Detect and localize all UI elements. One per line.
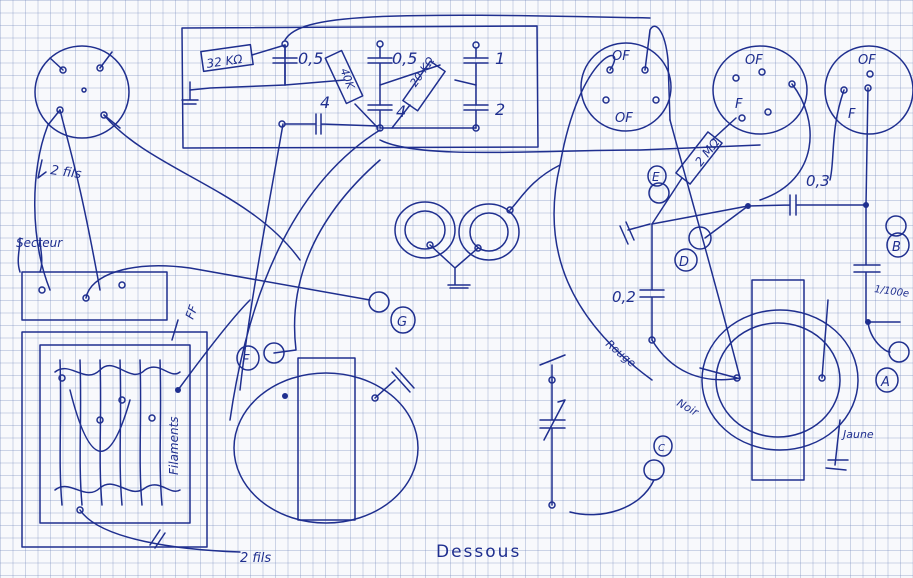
cap-c9-label: 0,2 [612, 288, 636, 306]
terminal-f-label: F [242, 353, 250, 368]
tube1-pin-of-top: OF [612, 49, 630, 64]
terminal-a-label: A [880, 375, 890, 390]
output-transformer-right: Rouge Noir Jaune [603, 279, 874, 481]
cap-c5-label: 4 [396, 102, 406, 121]
cap-c1-label: 0,5 [298, 49, 323, 68]
tube2-pin-of: OF [745, 53, 763, 68]
tube3-pin-of: OF [858, 53, 876, 68]
terminal-b-label: B [892, 240, 901, 255]
tube-socket-1: OF OF [580, 25, 672, 132]
terminal-g-label: G [397, 315, 407, 330]
resistor-40k-label: 40K [338, 66, 358, 91]
note-noir: Noir [675, 396, 702, 419]
tube3-pin-f: F [848, 107, 856, 122]
terminal-d-label: D [679, 255, 689, 270]
output-transformer-center [233, 357, 419, 524]
coils [394, 164, 561, 289]
terminal-g[interactable]: G [368, 291, 416, 334]
terminal-e-label: E [652, 170, 660, 184]
terminal-a[interactable]: A [867, 321, 910, 393]
grid-network: 2 MΩ E 0,2 0,3 1/100e D [612, 117, 910, 381]
note-2-fils-bottom: 2 fils [240, 551, 271, 566]
resistor-32k-label: 32 KΩ [206, 52, 245, 71]
cap-c4-label: 4 [320, 93, 330, 112]
tube-socket-3: OF F [824, 45, 913, 206]
terminal-b[interactable]: B [885, 215, 910, 258]
cap-c10-label: 1/100e [874, 284, 910, 300]
tube1-pin-of-bottom: OF [615, 111, 633, 126]
tube-socket-2: OF F [712, 45, 811, 201]
note-2-fils-top: 2 fils [49, 163, 82, 182]
power-transformer: Filaments FF 2 fils [21, 299, 271, 566]
cap-c2-label: 0,5 [392, 49, 417, 68]
component-board: 32 KΩ 0,5 40K 0,5 4 20 KΩ 1 2 4 [181, 14, 651, 149]
note-filaments: Filaments [167, 416, 181, 475]
sheet-title: Dessous [436, 542, 521, 562]
cap-c3-label: 1 [495, 49, 505, 68]
terminal-c-label: C [658, 443, 665, 454]
variable-capacitor [539, 354, 566, 509]
note-ff: FF [183, 302, 201, 321]
note-jaune: Jaune [841, 428, 874, 441]
terminal-c[interactable]: C [569, 435, 673, 516]
secteur-block: Secteur [16, 236, 371, 321]
cap-c8-label: 0,3 [806, 172, 830, 190]
terminal-f[interactable]: F [236, 159, 381, 371]
cap-c6-label: 2 [495, 100, 505, 119]
tube2-pin-f: F [735, 97, 743, 112]
